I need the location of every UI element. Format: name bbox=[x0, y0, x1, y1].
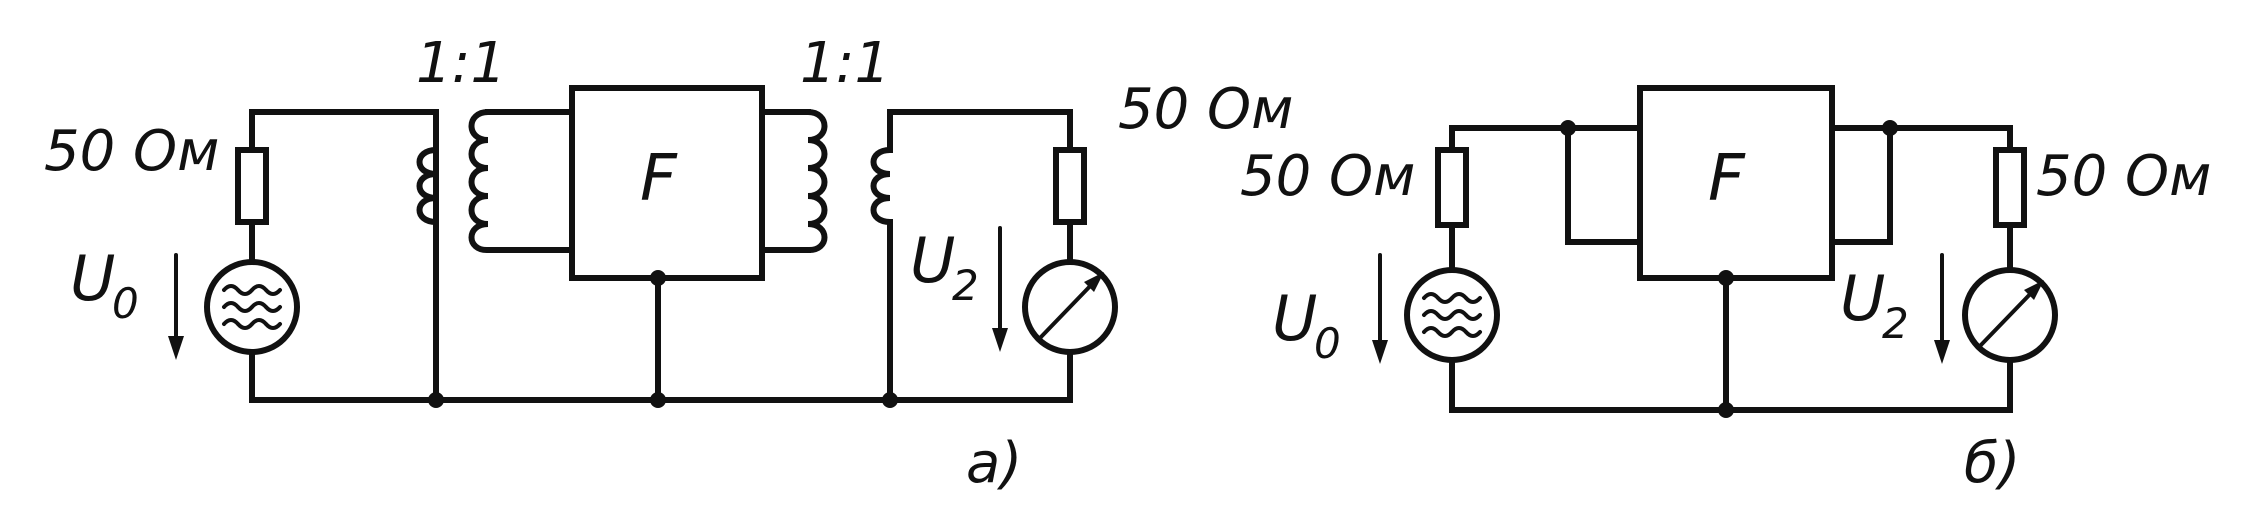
svg-text:U: U bbox=[1840, 262, 1885, 335]
junction-dot bbox=[1718, 270, 1734, 286]
load-resistor-label: 50 Ом bbox=[2036, 144, 2211, 209]
caption-a: а) bbox=[966, 431, 1022, 496]
input-transformer-secondary-coil bbox=[468, 109, 531, 253]
source-voltage-arrow-icon bbox=[168, 253, 184, 360]
network-label: F bbox=[1708, 142, 1746, 216]
wire-generator-bottom bbox=[1449, 357, 2013, 413]
voltmeter-icon bbox=[1022, 259, 1118, 355]
input-transformer-ratio-label: 1:1 bbox=[416, 31, 506, 96]
source-voltage-arrow-icon bbox=[1372, 253, 1388, 364]
svg-text:2: 2 bbox=[952, 261, 979, 310]
junction-dot bbox=[650, 270, 666, 286]
network-label: F bbox=[640, 142, 678, 216]
output-voltage-label: U 2 bbox=[1840, 262, 1909, 348]
load-resistor bbox=[1993, 147, 2027, 228]
circuit-b: 50 Ом 50 Ом F U 0 U 2 б) bbox=[1240, 85, 2211, 496]
circuit-a: 50 Ом 1:1 1:1 50 Ом F U 0 U 2 а) bbox=[44, 31, 1293, 496]
wire-output-stub bbox=[1829, 125, 2013, 245]
svg-text:U: U bbox=[70, 242, 115, 315]
load-resistor-label: 50 Ом bbox=[1118, 77, 1293, 142]
junction-dot bbox=[882, 392, 898, 408]
output-transformer-ratio-label: 1:1 bbox=[800, 31, 890, 96]
wire-generator-bottom bbox=[249, 349, 1073, 403]
svg-text:2: 2 bbox=[1882, 299, 1909, 348]
caption-b: б) bbox=[1964, 431, 2020, 496]
output-voltage-label: U 2 bbox=[910, 224, 979, 310]
output-voltage-arrow-icon bbox=[992, 226, 1008, 352]
wire-source-top bbox=[249, 109, 439, 233]
svg-text:U: U bbox=[1272, 282, 1317, 355]
output-transformer-primary-coil bbox=[805, 109, 828, 253]
svg-text:0: 0 bbox=[1314, 319, 1341, 368]
junction-dot bbox=[428, 392, 444, 408]
network-f-box bbox=[569, 85, 765, 281]
wire-input-stub bbox=[1565, 125, 1643, 245]
input-transformer-primary-coil bbox=[416, 147, 439, 225]
source-resistor-label: 50 Ом bbox=[1240, 144, 1415, 209]
junction-dot bbox=[1882, 120, 1898, 136]
junction-dot bbox=[1718, 402, 1734, 418]
source-resistor bbox=[1435, 147, 1469, 228]
source-voltage-label: U 0 bbox=[1272, 282, 1341, 368]
wire-load-top bbox=[887, 109, 1073, 153]
load-resistor bbox=[1053, 147, 1087, 225]
output-voltage-arrow-icon bbox=[1934, 253, 1950, 364]
signal-generator-icon bbox=[1404, 267, 1500, 363]
voltmeter-icon bbox=[1962, 267, 2058, 363]
output-transformer-secondary-coil bbox=[870, 147, 893, 225]
junction-dot bbox=[650, 392, 666, 408]
source-resistor-label: 50 Ом bbox=[44, 119, 219, 184]
source-resistor bbox=[235, 147, 269, 225]
network-f-box bbox=[1637, 85, 1835, 281]
junction-dot bbox=[1560, 120, 1576, 136]
signal-generator-icon bbox=[204, 259, 300, 355]
svg-text:0: 0 bbox=[112, 279, 139, 328]
svg-text:U: U bbox=[910, 224, 955, 297]
source-voltage-label: U 0 bbox=[70, 242, 139, 328]
